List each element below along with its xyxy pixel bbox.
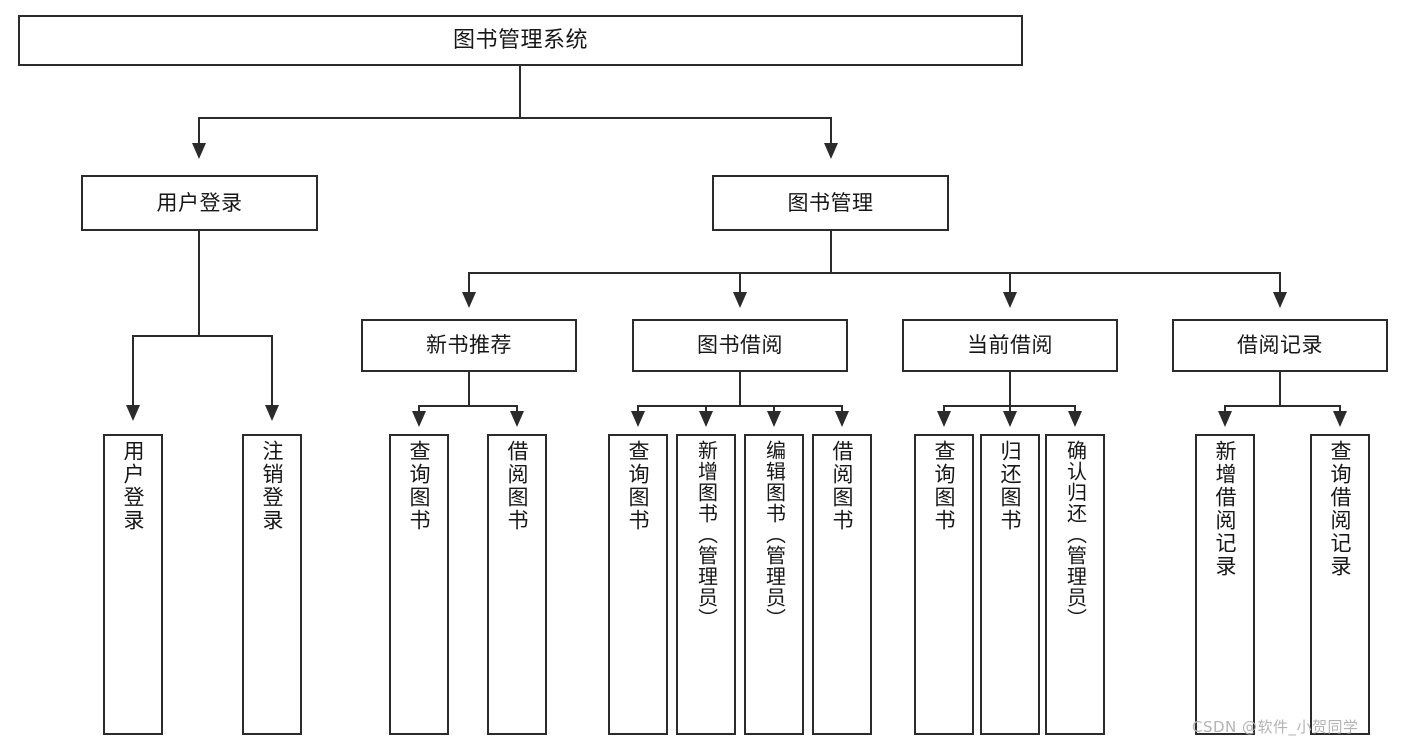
leaf-query-book-current[interactable]: 查询图书 (914, 434, 974, 735)
arrow-bb-to-leaf-3 (767, 411, 781, 427)
connector-cb-to-leaf-1 (943, 405, 945, 413)
connector-bb-to-leaf-3 (773, 405, 775, 413)
connector-bb-to-leaf-2 (705, 405, 707, 413)
arrow-nb-to-leaf-1 (412, 411, 426, 427)
node-label: 注销登录 (260, 440, 285, 532)
node-label: 查询图书 (932, 440, 957, 532)
connector-user-login-to-leaf-1 (132, 335, 134, 407)
connector-br-to-leaf-1 (1224, 405, 1226, 413)
leaf-return-book[interactable]: 归还图书 (980, 434, 1040, 735)
csdn-watermark: CSDN @软件_小贺同学 (1192, 718, 1359, 736)
arrow-br-to-leaf-2 (1333, 411, 1347, 427)
node-borrow-record[interactable]: 借阅记录 (1172, 319, 1388, 372)
node-label: 确认归还（管理员） (1063, 440, 1088, 629)
node-label: 用户登录 (121, 440, 146, 532)
connector-root-bus (198, 117, 831, 119)
connector-user-login-bus (132, 335, 272, 337)
connector-root-stem (519, 66, 521, 118)
connector-new-book-bus (418, 405, 518, 407)
connector-root-to-user-login (198, 117, 200, 145)
leaf-borrow-book-recommend[interactable]: 借阅图书 (487, 434, 547, 735)
arrow-bm-to-current-borrow (1003, 292, 1017, 308)
arrow-cb-to-leaf-1 (937, 411, 951, 427)
connector-book-management-stem (830, 231, 832, 273)
node-label: 新增借阅记录 (1213, 440, 1238, 578)
node-user-login[interactable]: 用户登录 (81, 175, 318, 231)
connector-nb-to-leaf-1 (418, 405, 420, 413)
node-root-book-management-system[interactable]: 图书管理系统 (18, 15, 1023, 66)
connector-bm-to-borrow-record (1279, 272, 1281, 294)
arrow-br-to-leaf-1 (1218, 411, 1232, 427)
connector-user-login-stem (198, 231, 200, 336)
arrow-bm-to-borrow-record (1273, 292, 1287, 308)
arrow-bb-to-leaf-1 (631, 411, 645, 427)
node-label: 新增图书（管理员） (694, 440, 719, 629)
connector-book-borrow-stem (739, 372, 741, 406)
arrow-bm-to-new-book (462, 292, 476, 308)
node-label: 查询图书 (407, 440, 432, 532)
arrow-bm-to-book-borrow (733, 292, 747, 308)
node-new-book-recommend[interactable]: 新书推荐 (361, 319, 577, 372)
node-label: 图书借阅 (697, 333, 783, 358)
leaf-query-borrow-record[interactable]: 查询借阅记录 (1310, 434, 1370, 735)
connector-bm-to-new-book (468, 272, 470, 294)
node-label: 当前借阅 (967, 333, 1053, 358)
connector-borrow-record-stem (1279, 372, 1281, 406)
connector-book-borrow-bus (637, 405, 842, 407)
connector-cb-to-leaf-3 (1074, 405, 1076, 413)
connector-user-login-to-leaf-2 (271, 335, 273, 407)
node-book-management[interactable]: 图书管理 (712, 175, 949, 231)
connector-cb-to-leaf-2 (1009, 405, 1011, 413)
connector-bm-to-book-borrow (739, 272, 741, 294)
node-label: 图书管理系统 (452, 27, 588, 53)
connector-root-to-book-management (830, 117, 832, 145)
leaf-add-borrow-record[interactable]: 新增借阅记录 (1195, 434, 1255, 735)
leaf-confirm-return-admin[interactable]: 确认归还（管理员） (1045, 434, 1105, 735)
connector-bm-to-current-borrow (1009, 272, 1011, 294)
arrow-user-login-to-leaf-2 (265, 405, 279, 421)
arrow-bb-to-leaf-4 (835, 411, 849, 427)
node-label: 借阅图书 (505, 440, 530, 532)
node-label: 归还图书 (998, 440, 1023, 532)
node-label: 查询图书 (626, 440, 651, 532)
node-label: 图书管理 (787, 190, 874, 215)
node-label: 编辑图书（管理员） (762, 440, 787, 629)
arrow-nb-to-leaf-2 (510, 411, 524, 427)
node-book-borrow[interactable]: 图书借阅 (632, 319, 848, 372)
leaf-logout-login[interactable]: 注销登录 (242, 434, 302, 735)
connector-bb-to-leaf-1 (637, 405, 639, 413)
connector-borrow-record-bus (1224, 405, 1340, 407)
arrow-root-to-user-login (192, 143, 206, 159)
leaf-query-book-recommend[interactable]: 查询图书 (389, 434, 449, 735)
leaf-borrow-book[interactable]: 借阅图书 (812, 434, 872, 735)
arrow-bb-to-leaf-2 (699, 411, 713, 427)
connector-bb-to-leaf-4 (841, 405, 843, 413)
node-label: 借阅图书 (830, 440, 855, 532)
node-label: 用户登录 (156, 190, 243, 215)
leaf-edit-book-admin[interactable]: 编辑图书（管理员） (744, 434, 804, 735)
node-label: 查询借阅记录 (1328, 440, 1353, 578)
node-label: 借阅记录 (1237, 333, 1323, 358)
arrow-cb-to-leaf-2 (1003, 411, 1017, 427)
connector-book-management-bus (468, 272, 1281, 274)
arrow-cb-to-leaf-3 (1068, 411, 1082, 427)
connector-current-borrow-stem (1009, 372, 1011, 406)
leaf-add-book-admin[interactable]: 新增图书（管理员） (676, 434, 736, 735)
arrow-user-login-to-leaf-1 (126, 405, 140, 421)
leaf-query-book-borrow[interactable]: 查询图书 (608, 434, 668, 735)
connector-br-to-leaf-2 (1339, 405, 1341, 413)
node-label: 新书推荐 (426, 333, 512, 358)
connector-nb-to-leaf-2 (516, 405, 518, 413)
connector-new-book-stem (468, 372, 470, 406)
arrow-root-to-book-management (824, 143, 838, 159)
node-current-borrow[interactable]: 当前借阅 (902, 319, 1118, 372)
leaf-user-login[interactable]: 用户登录 (103, 434, 163, 735)
